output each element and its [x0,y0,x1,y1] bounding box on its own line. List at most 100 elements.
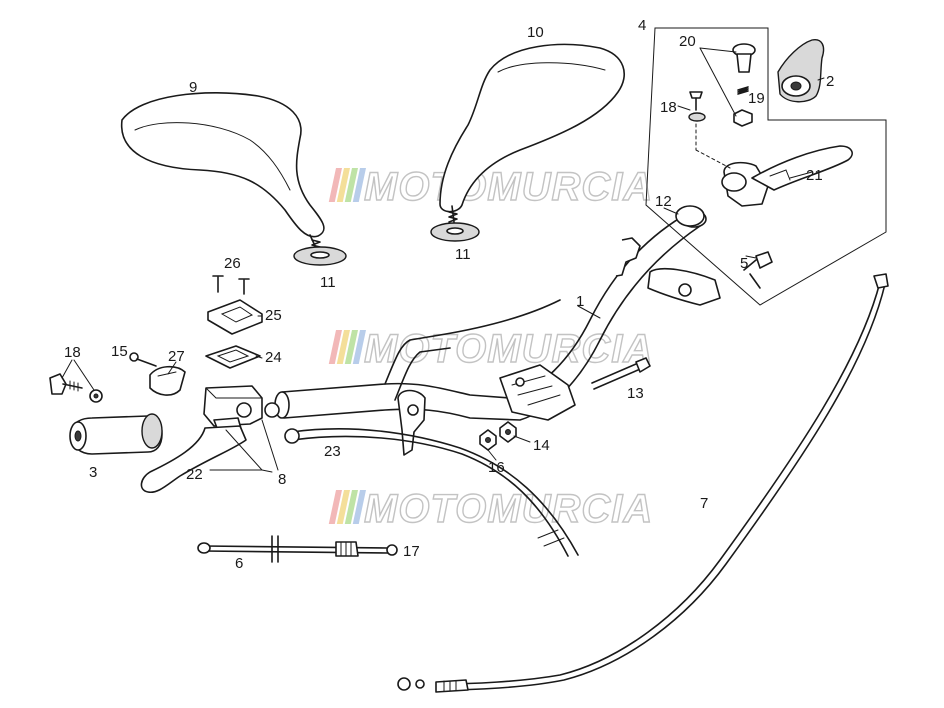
callout-8: 8 [278,471,286,488]
watermark-stripe [352,490,366,524]
callout-14: 14 [533,437,550,454]
callouts: 1 2 3 4 5 6 7 8 9 10 11 11 12 13 14 15 1… [64,17,834,572]
watermark-stripe [352,330,366,364]
handlebar-clamp [499,364,576,421]
callout-26: 26 [224,255,241,272]
nut-16-hole [485,437,491,443]
cable-7-nut-b [415,679,425,689]
callout-15: 15 [111,343,128,360]
watermark-stripe [344,490,358,524]
nut-14-hole [505,429,511,435]
bolt-18-right-head [689,91,703,99]
leader-16 [487,449,497,461]
callout-11-right: 11 [455,246,471,263]
leader-20-a [699,47,737,53]
bolt-18-right [688,91,706,122]
handlebar-bracket-left [397,389,426,456]
right-lever-assembly [721,145,853,207]
switch-5-wire [743,259,757,271]
washer-18-right [688,112,706,122]
pivot-bolt-20 [732,43,756,73]
master-cylinder-top [205,387,263,399]
cable-6-line-2 [203,550,389,554]
callout-23: 23 [324,443,341,460]
cable-6-adjuster [335,541,359,557]
watermark-text: MOTOMURCIA [364,327,653,371]
callout-16: 16 [488,459,505,476]
callout-3: 3 [89,464,97,481]
right-grip-end [675,205,705,227]
leader-8 [261,419,279,473]
watermark-stripe [336,330,350,364]
handlebar-cross-brace [384,299,561,385]
callout-13: 13 [627,385,644,402]
cable-7-line [439,281,881,685]
brake-lever-left [140,425,247,494]
left-bolt-head [49,373,67,395]
leader-5 [745,255,757,259]
reservoir-cover-inner [220,306,254,323]
callout-11-left: 11 [320,274,336,291]
leader-20-b [699,47,737,117]
cable-6 [197,535,398,563]
leader-18-right [677,105,691,111]
callout-25: 25 [265,307,282,324]
cable-7-nut-a [397,677,411,691]
brake-hose-break [537,529,565,547]
callout-12: 12 [655,193,672,210]
handlebar [274,210,721,456]
watermark-stripe [336,168,350,202]
cable-6-break [271,535,279,563]
mirror-left-edge [134,122,291,191]
leader-21 [789,171,813,179]
leader-18-left-a [61,359,73,379]
left-bolt-thread [69,380,79,392]
watermark-stripe [344,330,358,364]
callout-2: 2 [826,73,834,90]
cap-2-hole [790,81,802,91]
callout-6: 6 [235,555,243,572]
watermark-stripe [328,330,342,364]
watermark-text: MOTOMURCIA [364,165,653,209]
mirror-right-edge [497,62,606,73]
watermark-stripe [336,490,350,524]
watermark-stripes [328,168,366,202]
callout-5: 5 [740,255,748,272]
right-lever [751,145,853,191]
cable-7-end-thread [443,680,457,692]
clamp-27-detail [157,371,177,377]
left-bolt-group [49,373,103,403]
pivot-bolt-20-shank [736,53,752,73]
left-grip-flange [141,413,163,449]
callout-24: 24 [265,349,282,366]
leader-18-left-b [73,359,95,391]
master-cylinder [203,385,280,437]
callout-7: 7 [700,495,708,512]
leader-24 [255,355,263,359]
mirror-right-stem [451,205,455,223]
watermark-middle: MOTOMURCIA [328,326,653,372]
right-lever-hook [769,169,791,181]
watermark-stripe [344,168,358,202]
mirror-left [120,92,347,266]
switch-5 [743,251,773,289]
callout-22: 22 [186,466,203,483]
handlebar-brace-lower [394,347,451,401]
callout-17: 17 [403,543,420,560]
cable-6-line [203,545,389,549]
watermark-stripe [328,168,342,202]
callout-9: 9 [189,79,197,96]
callout-19: 19 [748,90,765,107]
bolt-13-shank [591,363,637,384]
callout-21: 21 [806,167,823,184]
handlebar-clamp-bolt-hole [515,377,525,387]
mirror-right-head [439,43,626,213]
brake-hose-inner [291,435,569,557]
master-cylinder-fitting [264,402,280,418]
master-cylinder-port [236,402,252,418]
brake-hose [291,428,579,556]
reservoir-gasket-inner [216,349,250,363]
left-grip [69,413,163,455]
nut-19 [733,109,753,127]
spring-19 [737,86,749,95]
